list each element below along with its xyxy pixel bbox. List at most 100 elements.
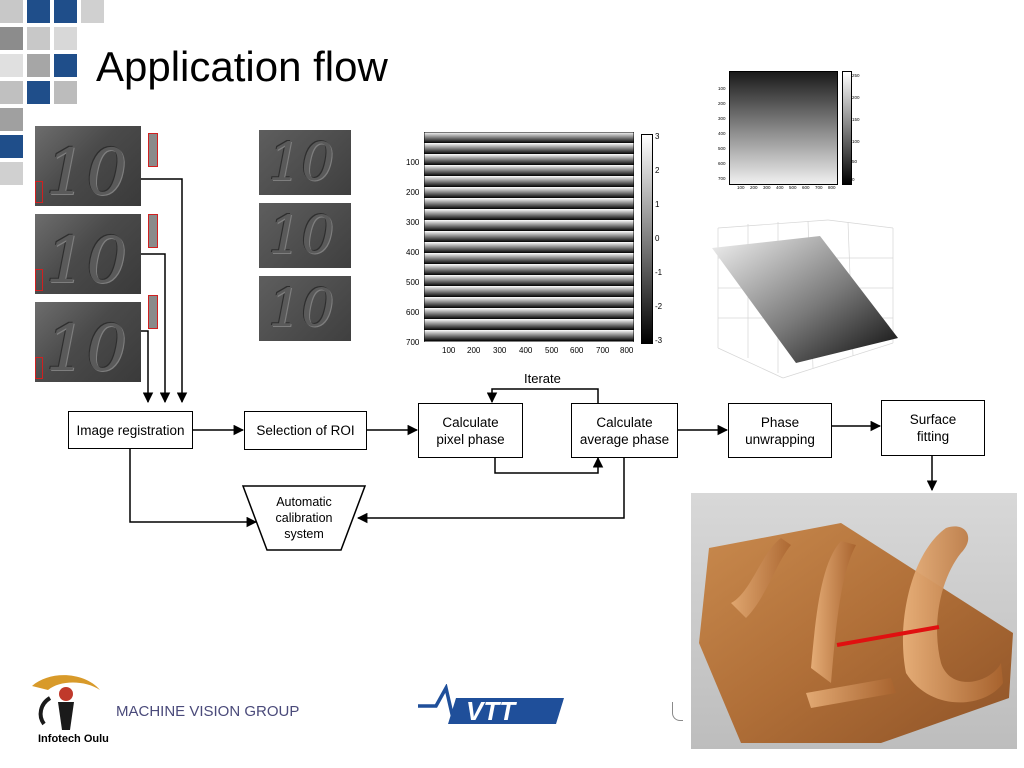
node-label-line: Calculate (442, 414, 499, 430)
node-surface-fitting: Surface fitting (881, 400, 985, 456)
deco-square (27, 81, 50, 104)
deco-square (27, 54, 50, 77)
node-calculate-pixel-phase: Calculate pixel phase (418, 403, 523, 458)
iterate-label: Iterate (524, 371, 561, 386)
y-tick: 600 (718, 161, 726, 166)
deco-square (0, 108, 23, 131)
red-marker (35, 357, 43, 379)
colorbar-tick: 100 (852, 139, 860, 144)
colorbar-tick: -1 (655, 268, 663, 277)
deco-square (27, 0, 50, 23)
node-label-line: calibration (275, 511, 333, 525)
deco-square (0, 0, 23, 23)
y-tick: 100 (406, 158, 420, 167)
x-tick: 500 (789, 185, 797, 190)
x-tick: 700 (815, 185, 823, 190)
deco-square (0, 81, 23, 104)
colorbar-tick: 150 (852, 117, 860, 122)
node-label: Selection of ROI (256, 423, 355, 438)
node-label-line: unwrapping (745, 431, 815, 447)
node-label-line: pixel phase (436, 431, 505, 447)
footer-group-name: MACHINE VISION GROUP (116, 703, 300, 720)
captured-image-3: 10 (35, 302, 141, 382)
x-tick: 400 (776, 185, 784, 190)
x-tick: 700 (596, 346, 610, 355)
red-marker (148, 133, 158, 167)
node-label-line: system (284, 527, 324, 541)
org-name: Infotech Oulu (38, 733, 109, 745)
infotech-oulu-logo (32, 675, 100, 730)
colorbar-tick: 200 (852, 95, 860, 100)
red-marker (148, 295, 158, 329)
x-tick: 400 (519, 346, 533, 355)
node-selection-of-roi: Selection of ROI (244, 411, 367, 450)
deco-square (81, 0, 104, 23)
node-image-registration: Image registration (68, 411, 193, 449)
node-label-line: average phase (579, 431, 670, 447)
node-label: Image registration (76, 422, 185, 438)
y-tick: 400 (406, 248, 420, 257)
roi-image-1: 10 (259, 130, 351, 195)
colorbar-tick: -3 (655, 336, 663, 345)
x-tick: 300 (493, 346, 507, 355)
colorbar-tick: 1 (655, 200, 660, 209)
wrapped-phase-map (424, 132, 634, 342)
y-tick: 100 (718, 86, 726, 91)
x-tick: 600 (802, 185, 810, 190)
node-automatic-calibration-system: Automatic calibration system (266, 494, 342, 542)
y-tick: 200 (406, 188, 420, 197)
node-label-line: Calculate (596, 414, 653, 430)
colorbar-tick: 250 (852, 73, 860, 78)
unwrapped-phase-map (729, 71, 838, 185)
x-tick: 800 (620, 346, 634, 355)
colorbar-tick: 2 (655, 166, 660, 175)
deco-square (0, 135, 23, 158)
x-tick: 600 (570, 346, 584, 355)
profile-line (836, 625, 940, 647)
colorbar-tick: 50 (852, 159, 858, 164)
colorbar-tick: 0 (655, 234, 660, 243)
colorbar-tick: 3 (655, 132, 660, 141)
roi-image-3: 10 (259, 276, 351, 341)
fitted-plane-3d (712, 219, 898, 379)
deco-square (0, 162, 23, 185)
colorbar-tick: -2 (655, 302, 663, 311)
node-label-line: Surface (909, 412, 957, 427)
deco-square (54, 0, 77, 23)
deco-square (27, 27, 50, 50)
y-tick: 400 (718, 131, 726, 136)
vtt-logo: VTT (418, 684, 564, 726)
x-tick: 300 (763, 185, 771, 190)
surface-3d-render (691, 493, 1017, 749)
y-tick: 700 (718, 176, 726, 181)
red-marker (35, 269, 43, 291)
y-tick: 500 (406, 278, 420, 287)
y-tick: 200 (718, 101, 726, 106)
deco-square (0, 54, 23, 77)
deco-square (54, 54, 77, 77)
partial-logo-fragment (672, 702, 683, 721)
x-tick: 800 (828, 185, 836, 190)
x-tick: 200 (750, 185, 758, 190)
y-tick: 600 (406, 308, 420, 317)
red-marker (148, 214, 158, 248)
node-label-line: Automatic (276, 495, 332, 509)
node-label-line: fitting (916, 429, 950, 444)
unwrapped-colorbar (842, 71, 852, 185)
x-tick: 100 (737, 185, 745, 190)
colorbar-tick: 0 (852, 177, 855, 182)
captured-image-2: 10 (35, 214, 141, 294)
x-tick: 500 (545, 346, 559, 355)
captured-image-1: 10 (35, 126, 141, 206)
vtt-logo-text: VTT (466, 696, 517, 726)
deco-square (0, 27, 23, 50)
y-tick: 700 (406, 338, 420, 347)
node-calculate-average-phase: Calculate average phase (571, 403, 678, 458)
slide-title: Application flow (96, 43, 388, 90)
x-tick: 200 (467, 346, 481, 355)
phase-colorbar (641, 134, 653, 344)
deco-square (54, 81, 77, 104)
x-tick: 100 (442, 346, 456, 355)
y-tick: 300 (718, 116, 726, 121)
